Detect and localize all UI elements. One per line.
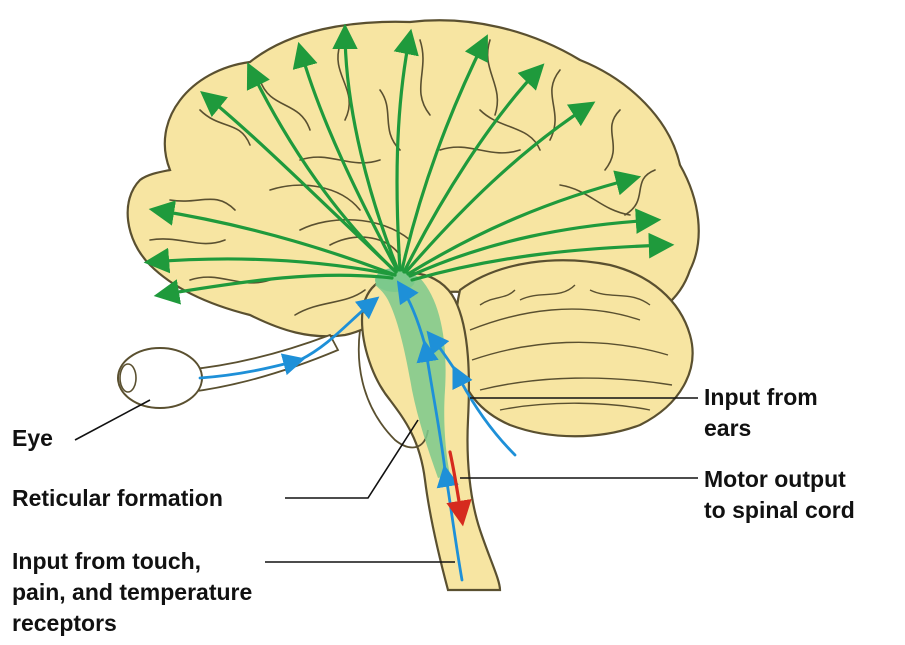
green-arrow-icon: [143, 23, 675, 305]
eye-lens: [119, 363, 137, 393]
label-motor-line-2: to spinal cord: [704, 497, 855, 523]
optic-nerve: [183, 333, 340, 393]
red-arrow-icon: [446, 450, 472, 527]
label-touch-line-2: pain, and temperature: [12, 579, 253, 605]
label-eye: Eye: [12, 423, 53, 454]
label-ears-line-2: ears: [704, 415, 752, 441]
cerebellum-folia: [469, 284, 673, 411]
label-reticular-formation: Reticular formation: [12, 483, 223, 514]
reticular-formation-band: [375, 272, 450, 478]
pons: [357, 329, 429, 449]
cerebellum: [454, 259, 694, 438]
leader-lines: [74, 397, 698, 563]
label-touch-line-3: receptors: [12, 610, 117, 636]
label-eye-text: Eye: [12, 425, 53, 451]
label-reticular-text: Reticular formation: [12, 485, 223, 511]
label-ears-input: Input from ears: [704, 382, 818, 444]
label-touch-input: Input from touch, pain, and temperature …: [12, 546, 252, 639]
label-motor-line-1: Motor output: [704, 466, 846, 492]
label-ears-line-1: Input from: [704, 384, 818, 410]
label-motor-output: Motor output to spinal cord: [704, 464, 855, 526]
eye-ball: [117, 347, 203, 409]
label-touch-line-1: Input from touch,: [12, 548, 202, 574]
